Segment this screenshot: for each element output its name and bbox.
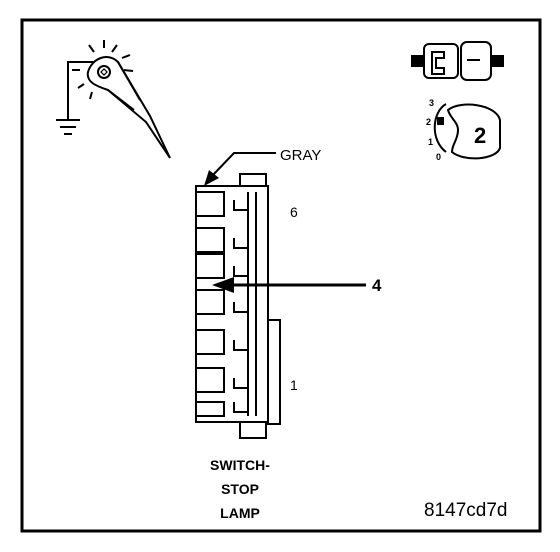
dial-selected-label: 2 [474, 123, 486, 148]
diagram-frame [20, 18, 542, 533]
callout-4-arrow: 4 [212, 276, 382, 295]
cavity-1 [196, 367, 225, 393]
cavity-5 [196, 227, 225, 253]
callout-4-label: 4 [372, 276, 382, 295]
test-light-probe-icon [67, 40, 171, 159]
dial-position-1: 1 [428, 137, 433, 147]
gray-callout: GRAY [204, 147, 321, 186]
component-title-line1: SWITCH- [210, 457, 270, 473]
pin-number-1: 1 [290, 377, 298, 393]
cavity-2 [196, 329, 225, 355]
connector-body [195, 173, 281, 439]
cavity-6 [196, 191, 225, 217]
figure-code: 8147cd7d [424, 500, 507, 521]
terminal-cavities [196, 191, 248, 417]
gray-label: GRAY [280, 147, 321, 164]
connector-halves-icon [411, 41, 504, 81]
dial-position-0: 0 [436, 152, 441, 162]
pin-number-6: 6 [290, 204, 298, 220]
dial-position-3: 3 [429, 98, 434, 108]
ground-symbol-icon [56, 119, 80, 135]
cavity-3 [196, 289, 225, 315]
component-title-line2: STOP [221, 481, 259, 497]
selector-position-dial-icon: 3 2 1 0 2 [426, 98, 501, 162]
cavity-4 [196, 253, 225, 279]
dial-position-2: 2 [426, 117, 431, 127]
component-title-line3: LAMP [220, 505, 260, 521]
